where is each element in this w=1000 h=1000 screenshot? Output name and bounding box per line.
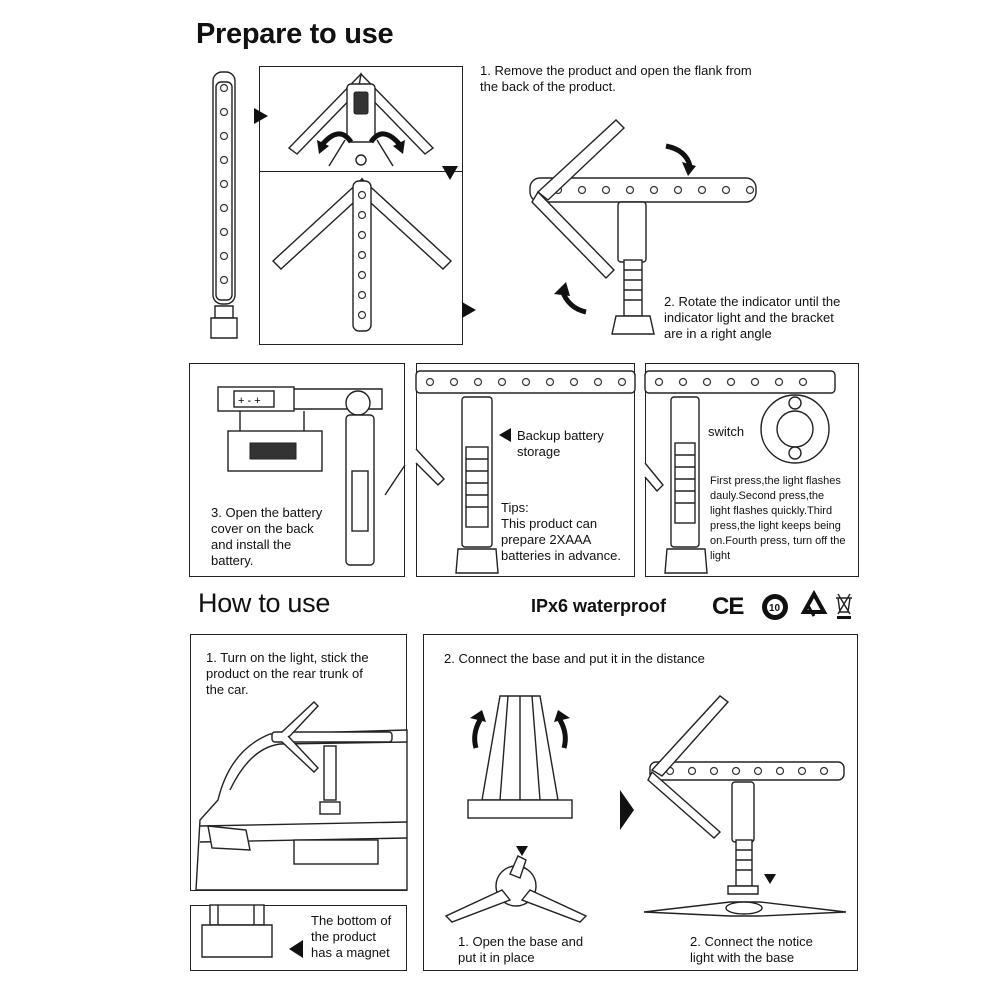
led-dot [357, 190, 367, 200]
led-dot [775, 766, 785, 776]
led-dot [473, 377, 483, 387]
led-dot [750, 377, 760, 387]
pointer-left-icon [499, 428, 511, 442]
led-dot [545, 377, 555, 387]
tips-text: Tips: This product can prepare 2XAAA bat… [501, 500, 621, 563]
arrow-down-icon [516, 846, 528, 856]
arrow-down-icon [442, 166, 458, 180]
led-dot [449, 377, 459, 387]
arrow-right-icon [254, 108, 268, 124]
waterproof-label: IPx6 waterproof [531, 596, 667, 616]
led-dot [497, 377, 507, 387]
panel-magnet [190, 905, 407, 971]
led-dot [219, 179, 229, 189]
led-dot [601, 185, 611, 195]
led-dot [649, 185, 659, 195]
led-dot [569, 377, 579, 387]
led-dot [617, 377, 627, 387]
backup-label: Backup battery storage [517, 428, 604, 459]
ten-year-label: 10 [769, 603, 781, 614]
led-dot [219, 275, 229, 285]
led-dot [219, 155, 229, 165]
sub-step1-text: 1. Open the base and put it in place [458, 934, 584, 965]
rotate-indicator-illustration [529, 119, 757, 335]
panel-battery-install [189, 363, 405, 577]
led-dot [797, 766, 807, 776]
how-step2-text: 2. Connect the base and put it in the di… [444, 651, 705, 666]
led-dot [219, 203, 229, 213]
opening-flanks-illustration [287, 72, 435, 167]
led-dot [798, 377, 808, 387]
led-dot [726, 377, 736, 387]
led-dot [357, 310, 367, 320]
switch-description: First press,the light flashes dauly.Seco… [710, 475, 846, 562]
led-dot [678, 377, 688, 387]
switch-illustration [644, 370, 836, 574]
led-dot [577, 185, 587, 195]
backup-storage-illustration [415, 370, 636, 574]
led-dot [219, 107, 229, 117]
assembled-light-illustration [643, 695, 847, 917]
prepare-step1-text: 1. Remove the product and open the flank… [480, 63, 752, 94]
prepare-title: Prepare to use [196, 18, 394, 50]
led-dot [219, 227, 229, 237]
recycle-icon [800, 589, 828, 617]
how-step1-text: 1. Turn on the light, stick the product … [206, 650, 369, 697]
arrow-right-icon [462, 302, 476, 318]
led-dot [357, 230, 367, 240]
led-dot [219, 131, 229, 141]
switch-label: switch [708, 424, 745, 439]
battery-cover-illustration: + ‑ + [217, 386, 406, 566]
led-dot [687, 766, 697, 776]
panel-backup-storage [416, 363, 635, 577]
prepare-step2-text: 2. Rotate the indicator until the indica… [664, 294, 841, 341]
led-dot [697, 185, 707, 195]
weee-bin-icon [836, 593, 852, 619]
led-dot [819, 766, 829, 776]
led-dot [745, 185, 755, 195]
opened-arrow-illustration [271, 177, 453, 332]
how-title: How to use [198, 588, 331, 618]
ten-year-icon: 10 [762, 594, 788, 620]
led-dot [357, 250, 367, 260]
svg-text:+ ‑ +: + ‑ + [238, 395, 261, 407]
led-dot [753, 766, 763, 776]
led-dot [593, 377, 603, 387]
led-dot [774, 377, 784, 387]
arrow-down-icon [764, 874, 776, 884]
led-dot [673, 185, 683, 195]
closed-light-bar-illustration [210, 71, 238, 339]
led-dot [219, 83, 229, 93]
panel-open-flank-bottom [259, 171, 463, 345]
led-dot [425, 377, 435, 387]
panel-connect-base [423, 634, 858, 971]
base-opened-illustration [444, 855, 588, 923]
led-dot [731, 766, 741, 776]
led-dot [625, 185, 635, 195]
led-dot [521, 377, 531, 387]
magnet-base-illustration [201, 904, 273, 958]
led-dot [709, 766, 719, 776]
magnet-text: The bottom of the product has a magnet [311, 913, 392, 960]
car-trunk-illustration [195, 701, 408, 891]
base-folded-illustration [467, 695, 573, 819]
led-dot [702, 377, 712, 387]
led-dot [357, 270, 367, 280]
led-dot [357, 290, 367, 300]
led-dot [219, 251, 229, 261]
led-dot [721, 185, 731, 195]
ce-mark-icon: CE [712, 593, 744, 620]
pointer-left-icon [289, 940, 303, 958]
sub-step2-text: 2. Connect the notice light with the bas… [690, 934, 813, 965]
led-dot [654, 377, 664, 387]
arrow-right-icon [620, 790, 634, 830]
led-dot [357, 210, 367, 220]
battery-step-text: 3. Open the battery cover on the back an… [211, 505, 323, 568]
